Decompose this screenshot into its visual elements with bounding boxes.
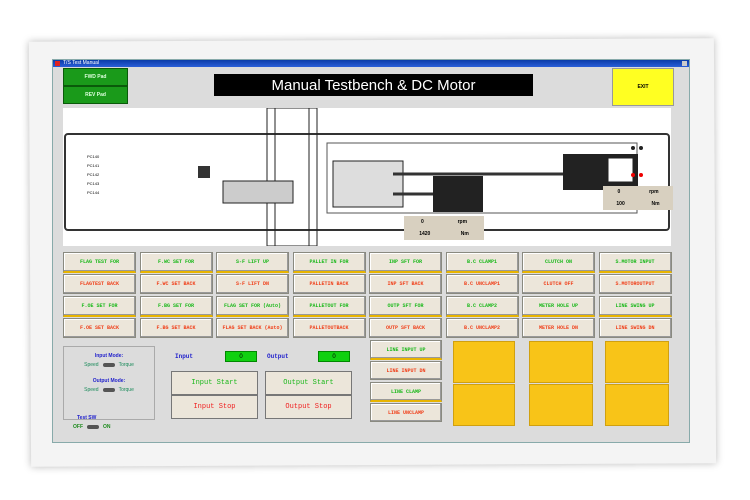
control-button[interactable]: PALLETIN BACK (292, 274, 366, 294)
control-button[interactable]: OUTP SFT BACK (369, 318, 442, 338)
speed-value: 0 (420, 219, 424, 225)
speed-label: Speed (84, 387, 99, 393)
test-sw-toggle[interactable] (87, 424, 99, 429)
control-button[interactable]: INP SFT FOR (369, 252, 442, 273)
indicator-lamp (453, 384, 515, 426)
rev-pad-button[interactable]: REV Pad (63, 86, 128, 104)
control-button[interactable]: LINE SWING DN (598, 318, 672, 338)
input-label: Input (175, 353, 194, 360)
control-button[interactable]: S.MOTOR INPUT (598, 252, 672, 273)
control-button[interactable]: B.C CLAMP2 (445, 296, 519, 317)
machine-schematic (64, 107, 670, 247)
control-button[interactable]: FLAG SET BACK (Auto) (216, 318, 289, 338)
control-button[interactable]: S-F LIFT DN (216, 274, 289, 294)
readout-panel-2: 0 rpm 100 Nm (603, 186, 673, 210)
control-button[interactable]: PALLETOUT FOR (292, 296, 366, 317)
fwd-pad-button[interactable]: FWD Pad (63, 68, 128, 86)
control-button[interactable]: B.C CLAMP1 (445, 252, 519, 273)
output-stop-button[interactable]: Output Stop (265, 395, 352, 419)
close-icon[interactable] (682, 61, 687, 66)
sensor-label: PC143 (87, 181, 100, 186)
control-button[interactable]: INP SFT BACK (369, 274, 442, 294)
control-button[interactable]: OUTP SFT FOR (369, 296, 442, 317)
testbench-diagram: PC140 PC141 PC142 PC143 PC144 0 rpm 1420 N… (63, 107, 673, 247)
control-button[interactable]: F.OE SET BACK (63, 318, 136, 338)
torque-unit: Nm (651, 201, 660, 207)
torque-unit: Nm (460, 231, 469, 237)
line-control-button[interactable]: LINE UNCLAMP (370, 403, 442, 422)
control-button[interactable]: FLAG TEST FOR (63, 252, 136, 273)
app-icon (55, 61, 60, 66)
control-button[interactable]: S.MOTOROUTPUT (598, 274, 672, 294)
speed-value: 0 (617, 189, 621, 195)
control-button[interactable]: F.BG SET BACK (139, 318, 213, 338)
control-button[interactable]: LINE SWING UP (598, 296, 672, 317)
input-mode-toggle[interactable] (102, 362, 115, 367)
speed-unit: rpm (649, 189, 659, 195)
indicator-lamp (529, 341, 593, 383)
control-button[interactable]: METER HOLE DN (522, 318, 595, 338)
test-sw-row: OFF ON (73, 424, 111, 430)
control-button[interactable]: S-F LIFT UP (216, 252, 289, 273)
off-label: OFF (73, 424, 83, 430)
control-button[interactable]: F.BG SET FOR (139, 296, 213, 317)
torque-value: 1420 (419, 231, 431, 237)
output-value-field[interactable]: 0 (318, 351, 350, 362)
output-start-button[interactable]: Output Start (265, 371, 352, 395)
line-control-button[interactable]: LINE INPUT UP (370, 340, 442, 360)
control-button[interactable]: CLUTCH ON (522, 252, 595, 273)
indicator-lamp (453, 341, 515, 383)
sensor-label: PC141 (87, 163, 100, 168)
indicator-lamp (605, 384, 669, 426)
exit-button[interactable]: EXIT (612, 68, 674, 106)
line-control-button[interactable]: LINE CLAMP (370, 382, 442, 402)
control-button[interactable]: F.WC SET BACK (139, 274, 213, 294)
page-title: Manual Testbench & DC Motor (214, 74, 533, 96)
torque-value: 100 (616, 201, 625, 207)
torque-label: Torque (118, 387, 134, 393)
control-button[interactable]: B.C UNCLAMP1 (445, 274, 519, 294)
input-mode-label: Input Mode: (94, 353, 124, 359)
control-button[interactable]: F.OE SET FOR (63, 296, 136, 317)
indicator-lamp (605, 341, 669, 383)
speed-label: Speed (84, 362, 99, 368)
indicator-lamp (529, 384, 593, 426)
torque-label: Torque (118, 362, 134, 368)
app-window: T/S Test Manual FWD Pad REV Pad Manual T… (52, 59, 690, 443)
speed-unit: rpm (457, 219, 468, 225)
control-button[interactable]: F.WC SET FOR (139, 252, 213, 273)
input-start-button[interactable]: Input Start (171, 371, 258, 395)
sensor-label: PC142 (87, 172, 100, 177)
output-mode-toggle[interactable] (102, 387, 115, 392)
output-label: Output (267, 353, 289, 360)
control-button[interactable]: B.C UNCLAMP2 (445, 318, 519, 338)
readout-panel-1: 0 rpm 1420 Nm (404, 216, 484, 240)
input-value-field[interactable]: 0 (225, 351, 257, 362)
test-sw-label: Test SW (77, 415, 97, 421)
control-button[interactable]: METER HOLE UP (522, 296, 595, 317)
control-button[interactable]: CLUTCH OFF (522, 274, 595, 294)
control-button[interactable]: FLAG SET FOR (Auto) (216, 296, 289, 317)
sensor-label: PC144 (87, 190, 100, 195)
sensor-label: PC140 (87, 154, 100, 159)
window-title: T/S Test Manual (63, 60, 100, 66)
control-button[interactable]: PALLET IN FOR (292, 252, 366, 273)
output-mode-label: Output Mode: (92, 378, 126, 384)
control-button[interactable]: FLAGTEST BACK (63, 274, 136, 294)
on-label: ON (103, 424, 111, 430)
control-button[interactable]: PALLETOUTBACK (292, 318, 366, 338)
line-control-button[interactable]: LINE INPUT DN (370, 361, 442, 380)
input-stop-button[interactable]: Input Stop (171, 395, 258, 419)
sensor-list: PC140 PC141 PC142 PC143 PC144 (87, 152, 99, 197)
title-bar: T/S Test Manual (53, 60, 689, 67)
